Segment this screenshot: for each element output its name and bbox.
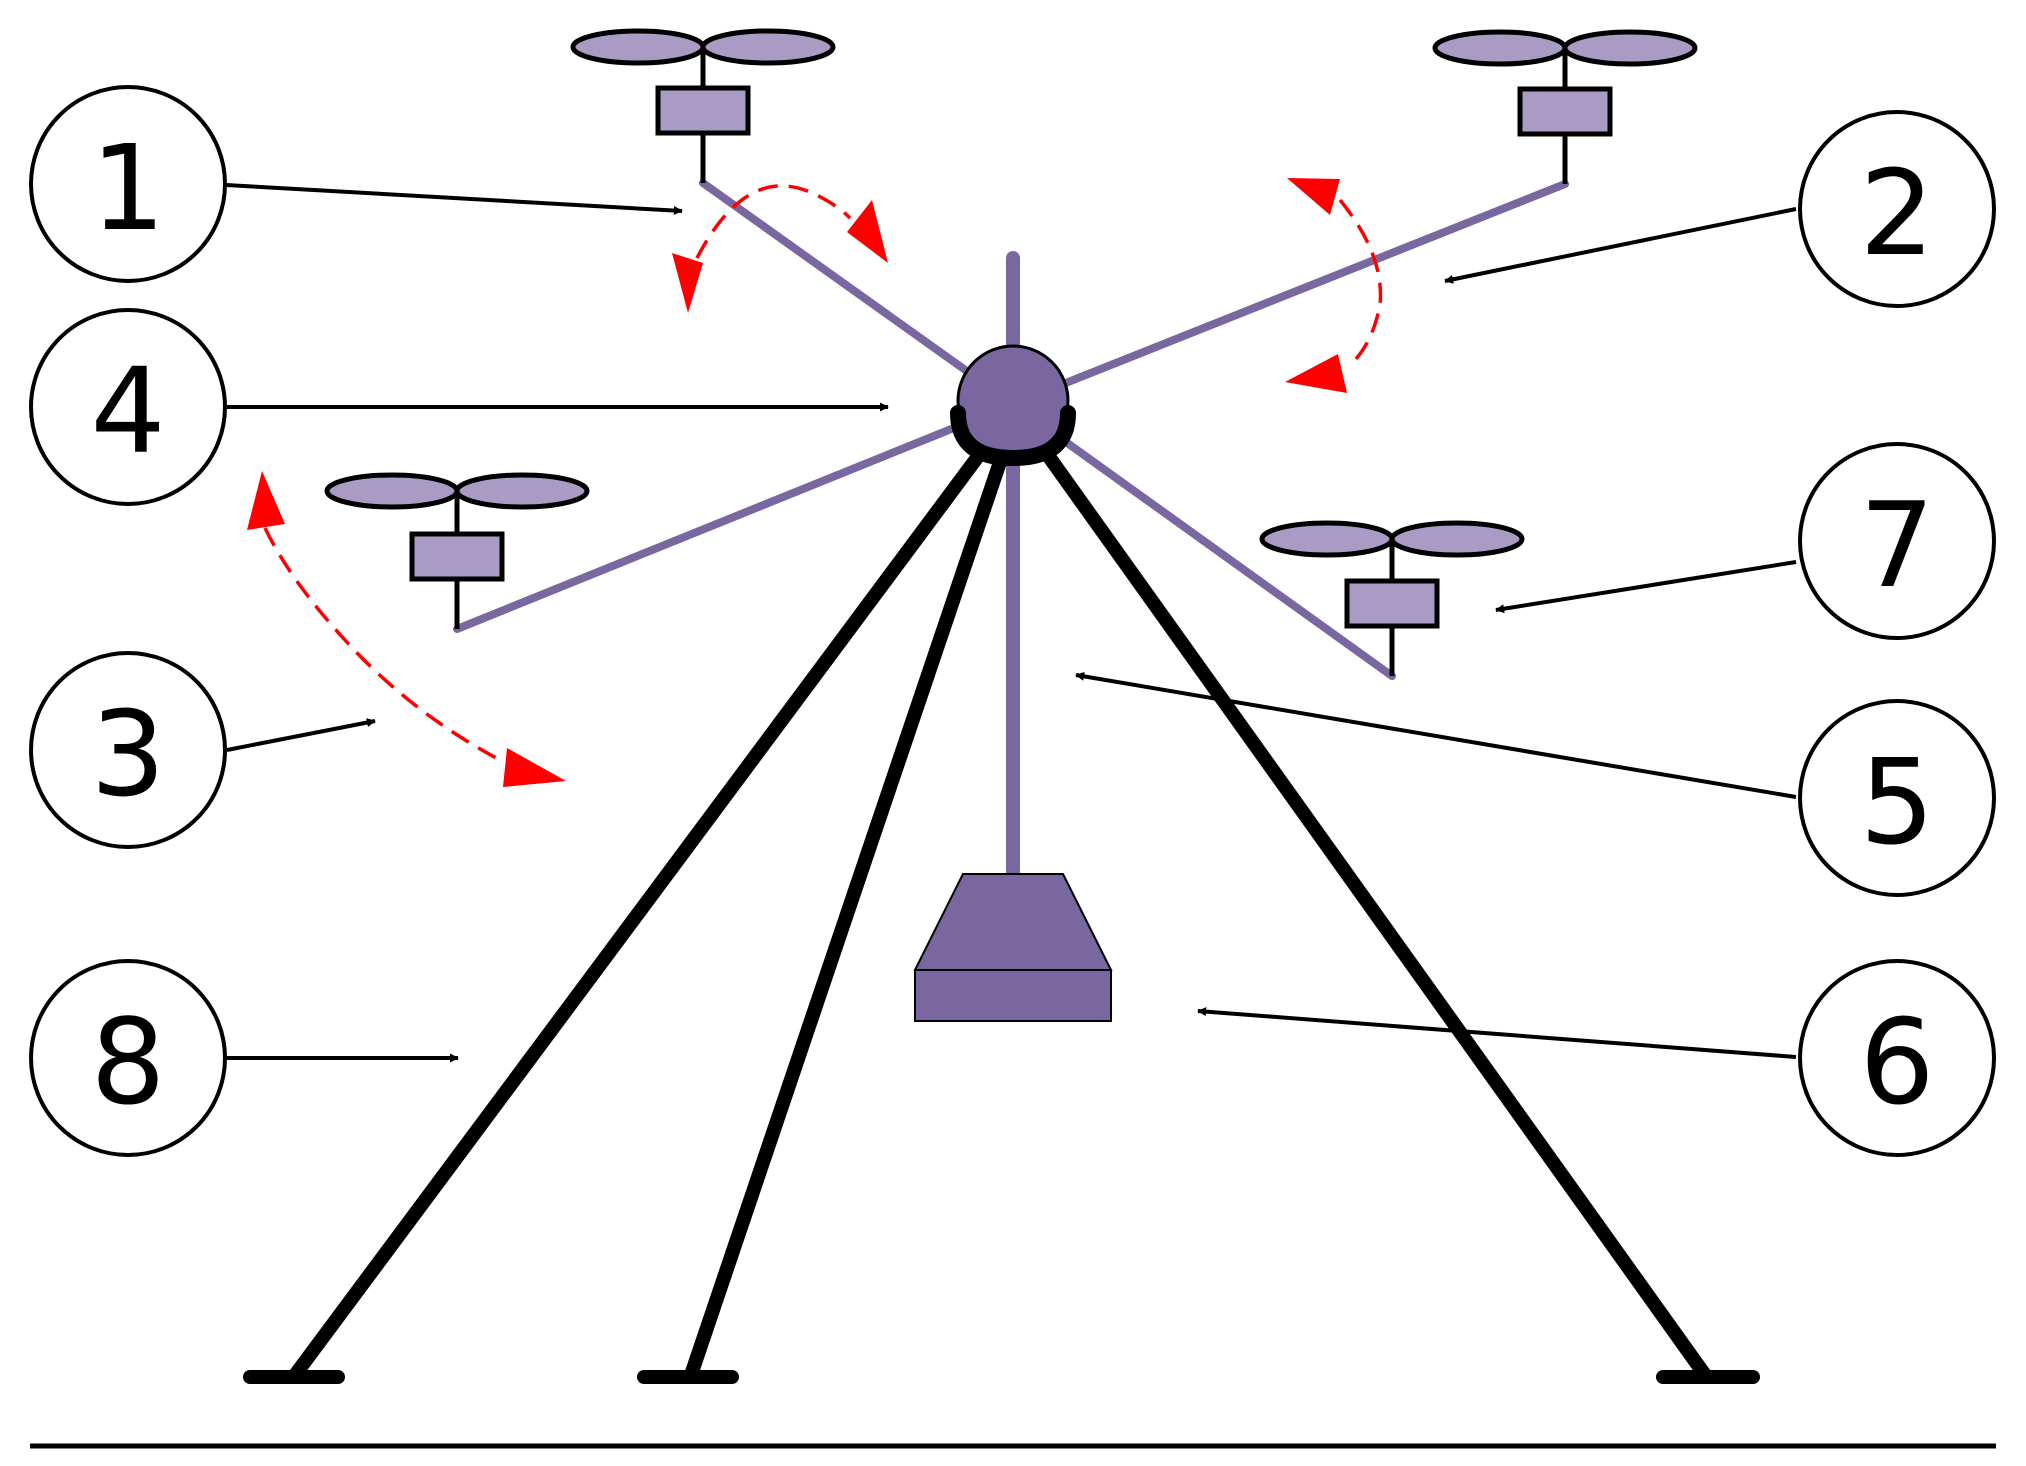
pointers — [225, 183, 1797, 1063]
callout-4: 4 — [29, 308, 227, 506]
rotor-unit-top-left — [570, 28, 836, 183]
arm-upper-right — [1009, 180, 1569, 408]
callout-7: 7 — [1798, 442, 1996, 640]
arms — [453, 179, 1569, 680]
callout-1-label: 1 — [90, 119, 165, 257]
rotation-arrow-lower-left — [247, 471, 566, 787]
callout-1: 1 — [29, 85, 227, 283]
rotation-arrow-top — [672, 184, 888, 313]
callout-4-label: 4 — [90, 342, 165, 480]
rotation-arrow-right — [1285, 178, 1383, 393]
stand-leg-left — [288, 440, 992, 1382]
rotor-unit-lower-right — [1259, 520, 1525, 676]
arm-lower-left — [453, 400, 1017, 633]
arm-lower-right — [1009, 400, 1396, 680]
stand-leg-middle — [684, 455, 1007, 1382]
pointer-7 — [1495, 560, 1797, 614]
pointer-6 — [1197, 1007, 1797, 1059]
pointer-1 — [225, 183, 683, 216]
pointer-2 — [1444, 207, 1797, 284]
stand-leg-right — [1035, 440, 1712, 1382]
callout-3: 3 — [29, 651, 227, 849]
pointer-5 — [1075, 671, 1797, 799]
callout-3-label: 3 — [90, 685, 165, 823]
arm-upper-left — [699, 179, 1017, 408]
rotor-unit-top-right — [1432, 29, 1698, 184]
callout-8: 8 — [29, 959, 227, 1157]
callout-6: 6 — [1798, 959, 1996, 1157]
callout-2: 2 — [1798, 110, 1996, 308]
callout-5: 5 — [1798, 699, 1996, 897]
callout-2-label: 2 — [1859, 144, 1934, 282]
rotor-unit-lower-left — [324, 472, 590, 629]
counterweight — [913, 873, 1113, 1022]
callout-7-label: 7 — [1859, 476, 1934, 614]
callout-6-label: 6 — [1859, 993, 1934, 1131]
callout-5-label: 5 — [1859, 733, 1934, 871]
pointer-3 — [226, 718, 376, 752]
joint-socket — [950, 405, 1076, 467]
callout-8-label: 8 — [90, 993, 165, 1131]
tripod-stand — [243, 440, 1760, 1384]
